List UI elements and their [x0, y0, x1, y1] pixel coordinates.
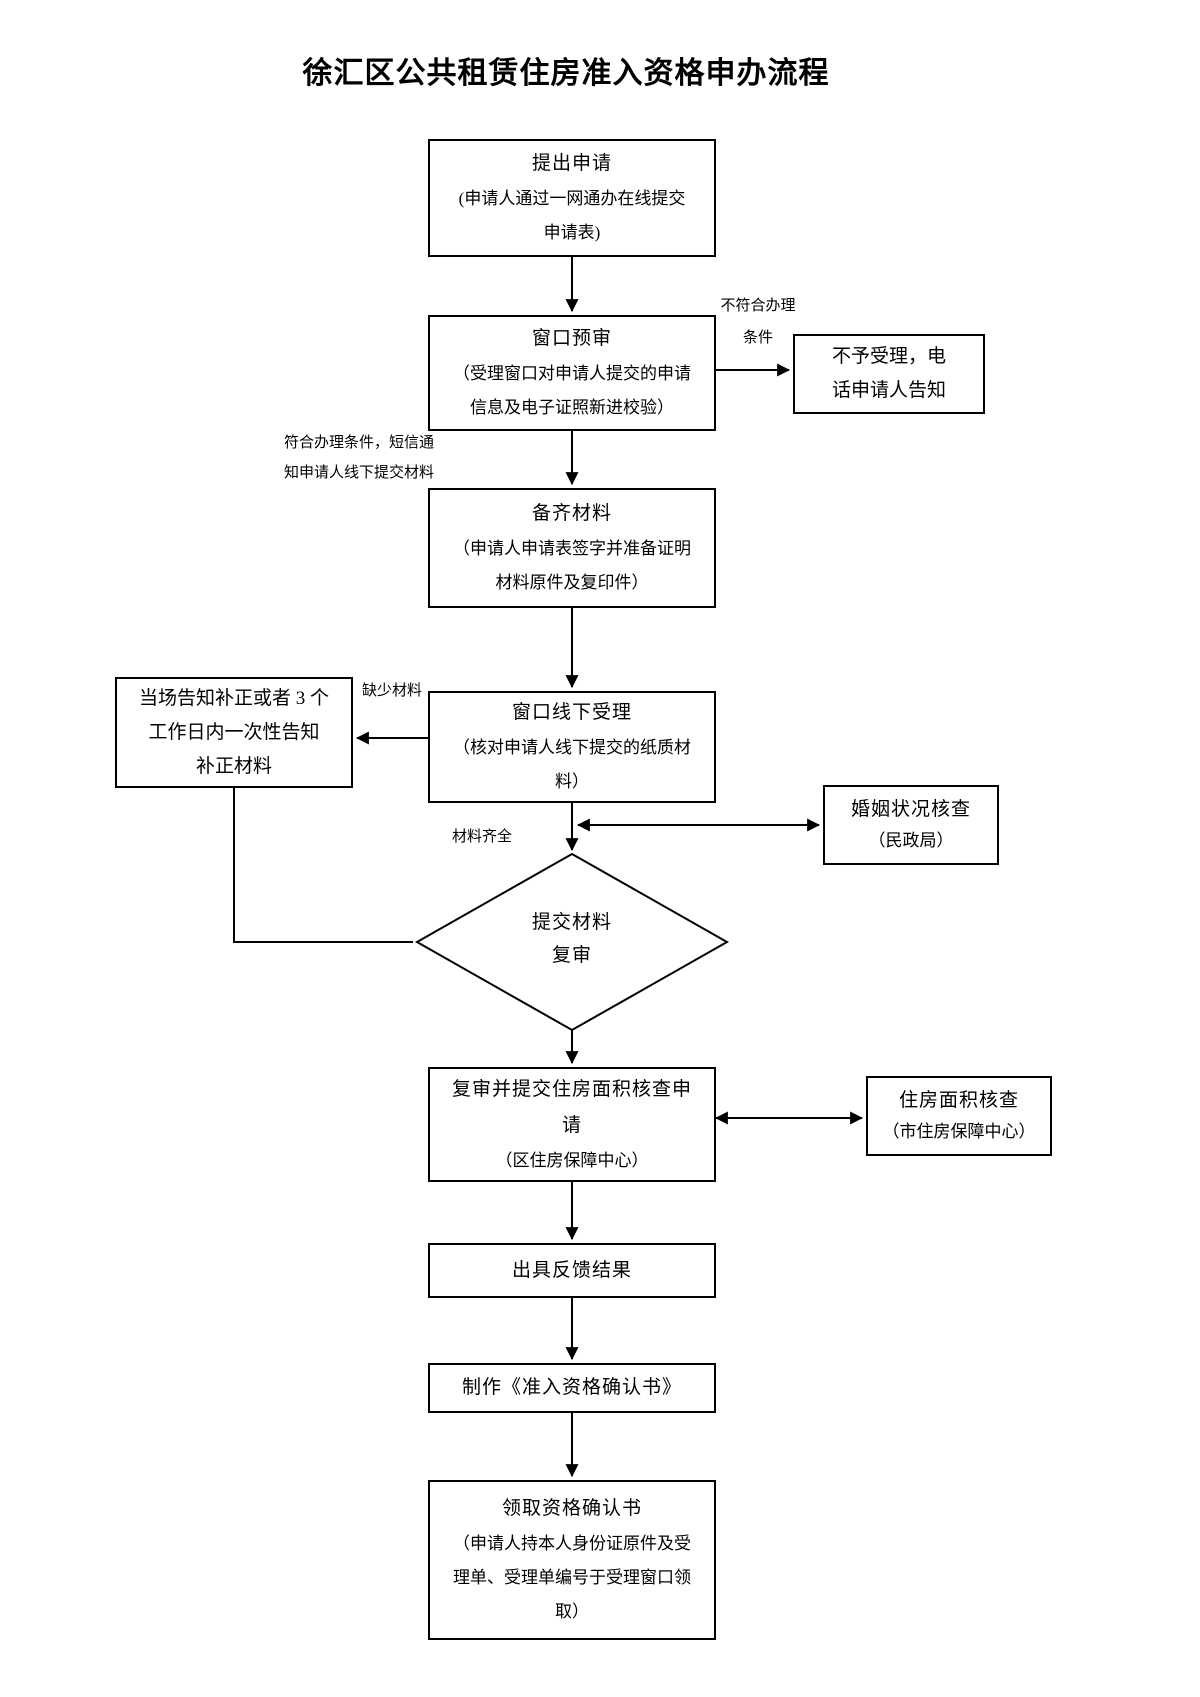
node-marriage-check-sub-line1: （民政局） — [868, 831, 954, 850]
node-notify-correct-line1: 当场告知补正或者 3 个 — [138, 687, 329, 709]
node-feedback: 出具反馈结果 — [428, 1243, 716, 1298]
node-offline-accept-sub-line2: 料） — [555, 772, 589, 791]
edge-label-material-complete: 材料齐全 — [452, 829, 513, 845]
node-window-review-title: 窗口预审 — [531, 328, 612, 349]
node-material-review-line1: 提交材料 — [531, 912, 612, 933]
node-notify-correct: 当场告知补正或者 3 个 工作日内一次性告知 补正材料 — [115, 677, 353, 788]
node-area-check-title: 住房面积核查 — [898, 1090, 1019, 1111]
edge-label-accept-cond-line2: 知申请人线下提交材料 — [284, 465, 435, 481]
node-area-apply: 复审并提交住房面积核查申 请 （区住房保障中心） — [428, 1067, 716, 1182]
edge-label-reject-cond-line2: 条件 — [742, 330, 773, 346]
node-window-review: 窗口预审 （受理窗口对申请人提交的申请 信息及电子证照新进校验） — [428, 315, 716, 431]
node-prepare-sub-line1: （申请人申请表签字并准备证明 — [453, 539, 691, 558]
node-apply-sub-line2: 申请表) — [543, 223, 601, 242]
node-area-apply-sub-line1: （区住房保障中心） — [495, 1150, 649, 1170]
node-prepare-title: 备齐材料 — [531, 503, 612, 524]
edge-label-reject-cond-line1: 不符合办理 — [720, 298, 796, 314]
node-marriage-check-title: 婚姻状况核查 — [850, 799, 971, 820]
page-title: 徐汇区公共租赁住房准入资格申办流程 — [302, 57, 830, 90]
edge-label-missing-material: 缺少材料 — [362, 683, 423, 699]
line-notify-correct-to-review-diamond — [233, 788, 413, 943]
node-certificate: 制作《准入资格确认书》 — [428, 1363, 716, 1413]
node-window-review-sub-line2: 信息及电子证照新进校验） — [470, 398, 674, 417]
node-receive: 领取资格确认书 （申请人持本人身份证原件及受 理单、受理单编号于受理窗口领 取） — [428, 1480, 716, 1640]
node-receive-sub-line3: 取） — [555, 1602, 589, 1621]
node-prepare: 备齐材料 （申请人申请表签字并准备证明 材料原件及复印件） — [428, 488, 716, 608]
node-area-apply-title-line1: 复审并提交住房面积核查申 — [451, 1078, 692, 1100]
node-feedback-title: 出具反馈结果 — [511, 1259, 632, 1281]
node-marriage-check: 婚姻状况核查 （民政局） — [823, 785, 999, 865]
node-material-review-line2: 复审 — [551, 945, 592, 966]
node-area-check-sub-line1: （市住房保障中心） — [882, 1122, 1036, 1141]
node-offline-accept: 窗口线下受理 （核对申请人线下提交的纸质材 料） — [428, 691, 716, 803]
node-receive-sub-line1: （申请人持本人身份证原件及受 — [453, 1534, 691, 1553]
node-apply-title: 提出申请 — [531, 153, 612, 174]
node-offline-accept-title: 窗口线下受理 — [511, 702, 632, 723]
node-material-review: 提交材料 复审 — [472, 906, 672, 972]
node-apply: 提出申请 (申请人通过一网通办在线提交 申请表) — [428, 139, 716, 257]
node-apply-sub-line1: (申请人通过一网通办在线提交 — [458, 189, 686, 208]
node-offline-accept-sub-line1: （核对申请人线下提交的纸质材 — [453, 738, 691, 757]
node-notify-correct-line3: 补正材料 — [195, 755, 272, 777]
node-reject: 不予受理，电 话申请人告知 — [793, 334, 985, 414]
node-receive-sub-line2: 理单、受理单编号于受理窗口领 — [453, 1568, 691, 1587]
node-reject-line2: 话申请人告知 — [831, 380, 946, 401]
node-prepare-sub-line2: 材料原件及复印件） — [495, 573, 649, 592]
node-area-check: 住房面积核查 （市住房保障中心） — [866, 1076, 1052, 1156]
edge-label-accept-cond-line1: 符合办理条件，短信通 — [284, 435, 435, 451]
node-area-apply-title-line2: 请 — [561, 1114, 582, 1136]
node-certificate-title: 制作《准入资格确认书》 — [461, 1377, 682, 1398]
node-reject-line1: 不予受理，电 — [831, 346, 946, 367]
node-window-review-sub-line1: （受理窗口对申请人提交的申请 — [453, 364, 691, 383]
node-notify-correct-line2: 工作日内一次性告知 — [148, 721, 320, 743]
node-receive-title: 领取资格确认书 — [501, 1498, 642, 1519]
